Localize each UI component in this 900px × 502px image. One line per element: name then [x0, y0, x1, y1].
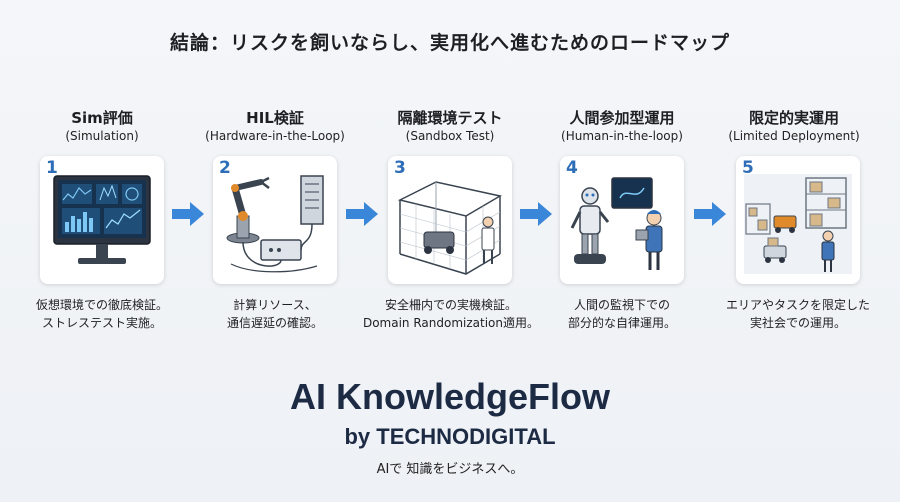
step-1-number: 1 [46, 158, 58, 178]
step-5-desc-line2: 実社会での運用。 [749, 316, 846, 330]
step-5-number: 5 [742, 158, 754, 178]
human-supervising-robot-icon [570, 177, 663, 270]
step-5-card: 5 [736, 156, 860, 284]
warehouse-deployment-icon [744, 174, 852, 274]
step-5-desc-line1: エリアやタスクを限定した [725, 298, 870, 312]
arrow-right-icon [694, 202, 726, 226]
step-3-desc-line1: 安全柵内での実機検証。 [384, 298, 517, 312]
step-3-header: 隔離環境テスト (Sandbox Test) [364, 108, 536, 145]
step-3-desc-line2: Domain Randomization適用。 [362, 316, 540, 330]
step-2-description: 計算リソース、 通信遅延の確認。 [189, 296, 361, 332]
step-2-subtitle: (Hardware-in-the-Loop) [205, 129, 345, 143]
arrow-right-icon [346, 202, 378, 226]
step-1-subtitle: (Simulation) [65, 129, 139, 143]
step-1-description: 仮想環境での徹底検証。 ストレステスト実施。 [16, 296, 188, 332]
page-title: 結論：リスクを飼いならし、実用化へ進むためのロードマップ [169, 32, 730, 54]
step-1-desc-line1: 仮想環境での徹底検証。 [35, 298, 168, 312]
step-3-subtitle: (Sandbox Test) [405, 129, 495, 143]
step-4-name: 人間参加型運用 [569, 109, 675, 127]
brand-tagline: AIで 知識をビジネスへ。 [376, 462, 524, 477]
step-5-subtitle: (Limited Deployment) [728, 129, 860, 143]
step-2-header: HIL検証 (Hardware-in-the-Loop) [189, 108, 361, 145]
arrow-right-icon [172, 202, 204, 226]
step-2-desc-line2: 通信遅延の確認。 [226, 316, 323, 330]
brand-byline: by TECHNODIGITAL [344, 424, 556, 449]
step-4-number: 4 [566, 158, 578, 178]
step-4-card: 4 [560, 156, 684, 284]
step-4-desc-line2: 部分的な自律運用。 [567, 316, 676, 330]
step-2-number: 2 [219, 158, 231, 178]
step-3-name: 隔離環境テスト [397, 109, 503, 127]
step-3-number: 3 [394, 158, 406, 178]
step-5-header: 限定的実運用 (Limited Deployment) [708, 108, 880, 145]
simulation-monitor-icon [53, 175, 151, 264]
step-3-card: 3 [388, 156, 512, 284]
step-4-subtitle: (Human-in-the-loop) [561, 129, 683, 143]
step-2-card: 2 [213, 156, 337, 284]
step-1-card: 1 [40, 156, 164, 284]
step-5-name: 限定的実運用 [748, 109, 839, 127]
safety-cage-robot-icon [397, 181, 503, 275]
step-2-name: HIL検証 [246, 109, 304, 127]
step-3-description: 安全柵内での実機検証。 Domain Randomization適用。 [358, 296, 544, 332]
step-4-desc-line1: 人間の監視下での [573, 298, 670, 312]
arrow-right-icon [520, 202, 552, 226]
brand-logo: AI KnowledgeFlow [290, 376, 610, 417]
step-2-desc-line1: 計算リソース、 [233, 298, 317, 312]
step-4-header: 人間参加型運用 (Human-in-the-loop) [536, 108, 708, 145]
step-5-description: エリアやタスクを限定した 実社会での運用。 [712, 296, 884, 332]
step-1-header: Sim評価 (Simulation) [16, 108, 188, 145]
step-1-name: Sim評価 [71, 109, 133, 127]
step-4-description: 人間の監視下での 部分的な自律運用。 [536, 296, 708, 332]
step-1-desc-line2: ストレステスト実施。 [41, 316, 162, 330]
robot-arm-hardware-icon [226, 175, 324, 273]
